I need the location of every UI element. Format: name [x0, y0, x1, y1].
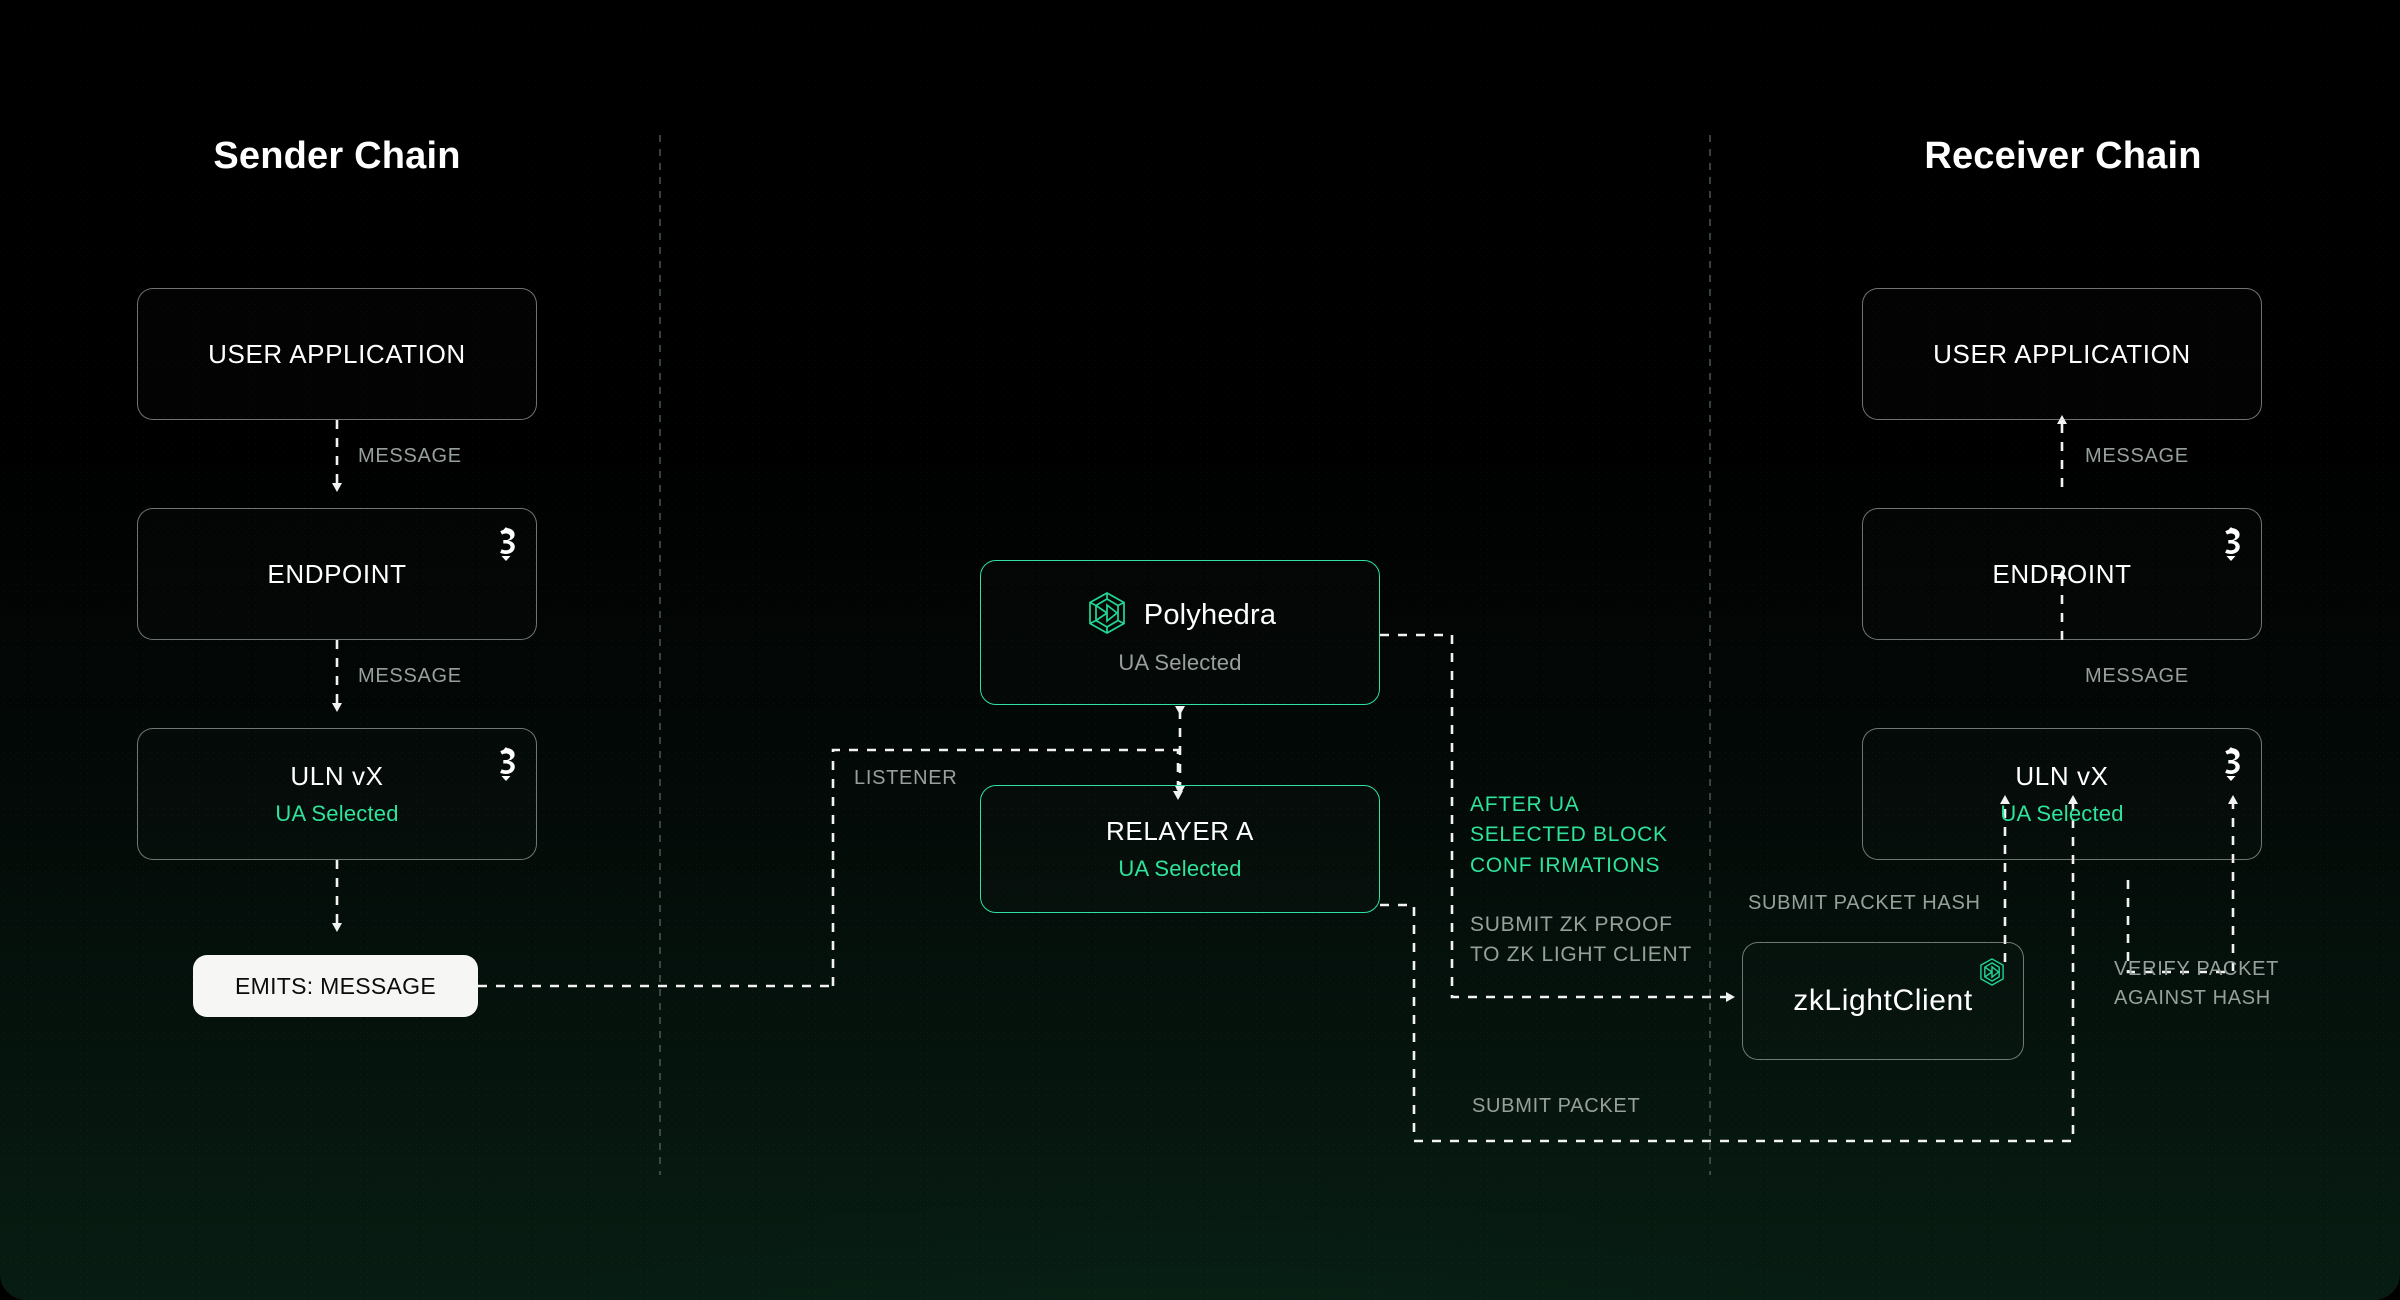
- layerzero-link-icon: [2220, 527, 2242, 561]
- sender-uln-node[interactable]: ULN vX UA Selected: [137, 728, 537, 860]
- emits-message-label: EMITS: MESSAGE: [234, 972, 436, 999]
- zk-light-client-node[interactable]: zkLightClient: [1742, 942, 2024, 1060]
- label-receiver-message-2: MESSAGE: [2085, 665, 2189, 687]
- receiver-endpoint-node[interactable]: ENDPOINT: [1862, 508, 2262, 640]
- polyhedra-logo-icon: [1084, 590, 1130, 641]
- label-sender-message-2: MESSAGE: [358, 665, 462, 687]
- node-title: USER APPLICATION: [208, 338, 466, 369]
- layerzero-link-icon: [2220, 747, 2242, 781]
- sender-user-application-node[interactable]: USER APPLICATION: [137, 288, 537, 420]
- node-subtitle: UA Selected: [2000, 801, 2124, 826]
- node-title: ENDPOINT: [1992, 558, 2132, 589]
- node-subtitle: UA Selected: [1118, 649, 1242, 675]
- receiver-uln-node[interactable]: ULN vX UA Selected: [1862, 728, 2262, 860]
- node-subtitle: UA Selected: [275, 801, 399, 826]
- label-sender-message-1: MESSAGE: [358, 445, 462, 467]
- polyhedra-brand: Polyhedra: [1084, 590, 1276, 641]
- sender-endpoint-node[interactable]: ENDPOINT: [137, 508, 537, 640]
- label-verify-packet-against-hash: VERIFY PACKET AGAINST HASH: [2114, 958, 2280, 1009]
- label-submit-packet-hash: SUBMIT PACKET HASH: [1748, 892, 1981, 914]
- emits-message-pill[interactable]: EMITS: MESSAGE: [193, 955, 478, 1017]
- sender-chain-title: Sender Chain: [213, 135, 461, 177]
- relayer-a-node[interactable]: RELAYER A UA Selected: [980, 785, 1380, 913]
- label-receiver-message-1: MESSAGE: [2085, 445, 2189, 467]
- node-title: ULN vX: [2015, 761, 2109, 791]
- receiver-user-application-node[interactable]: USER APPLICATION: [1862, 288, 2262, 420]
- node-title: ULN vX: [290, 761, 384, 791]
- label-submit-zk-proof: SUBMIT ZK PROOF TO ZK LIGHT CLIENT: [1470, 913, 1692, 967]
- label-after-ua-selected-block-confirmations: AFTER UA SELECTED BLOCK CONF IRMATIONS: [1470, 793, 1668, 877]
- node-subtitle: UA Selected: [1118, 856, 1242, 881]
- receiver-chain-title: Receiver Chain: [1924, 135, 2202, 177]
- node-title: zkLightClient: [1793, 984, 1973, 1017]
- layerzero-link-icon: [495, 747, 517, 781]
- node-title: RELAYER A: [1106, 816, 1254, 846]
- polyhedra-node[interactable]: Polyhedra UA Selected: [980, 560, 1380, 705]
- label-listener: LISTENER: [854, 767, 958, 789]
- layerzero-link-icon: [495, 527, 517, 561]
- polyhedra-logo-icon: [1977, 957, 2007, 992]
- node-title: USER APPLICATION: [1933, 338, 2191, 369]
- label-submit-packet: SUBMIT PACKET: [1472, 1095, 1641, 1117]
- node-title: ENDPOINT: [267, 558, 407, 589]
- polyhedra-name: Polyhedra: [1143, 598, 1277, 631]
